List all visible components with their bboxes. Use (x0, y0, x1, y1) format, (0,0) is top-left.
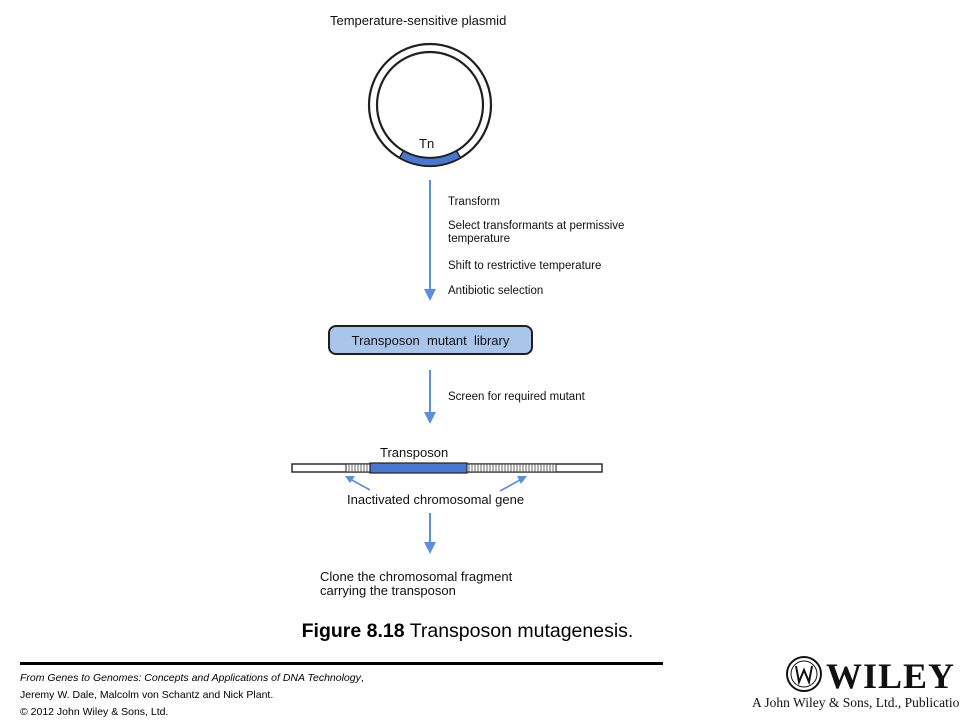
plasmid-ring (367, 42, 493, 168)
wiley-wordmark: WILEY (826, 656, 956, 696)
diagram-graphics (291, 42, 603, 554)
step-select-line2: temperature (448, 233, 511, 245)
copyright-notice: © 2012 John Wiley & Sons, Ltd. (20, 706, 169, 718)
transposon-mutant-library-box: Transposon mutant library (328, 325, 533, 355)
tn-segment (398, 149, 462, 167)
figure-caption: Figure 8.18 Transposon mutagenesis. (0, 620, 935, 643)
step-arrow-3 (424, 513, 436, 554)
clone-step-line2: carrying the transposon (320, 583, 456, 598)
gene-left-part (345, 463, 371, 473)
step-antibiotic: Antibiotic selection (448, 285, 544, 297)
book-title: From Genes to Genomes: Concepts and Appl… (20, 672, 361, 684)
gene-right-part (466, 463, 557, 473)
gene-pointer-left (345, 476, 371, 491)
library-label: Transposon mutant library (351, 332, 510, 348)
transposon-label: Transposon (380, 445, 449, 460)
book-title-comma: , (360, 672, 364, 684)
step-select-line1: Select transformants at permissive (448, 220, 625, 232)
clone-step-line1: Clone the chromosomal fragment (320, 569, 513, 584)
wiley-tagline: A John Wiley & Sons, Ltd., Publication (752, 695, 960, 710)
citation-block: From Genes to Genomes: Concepts and Appl… (20, 670, 364, 721)
gene-pointer-right (499, 476, 527, 492)
footer-divider (20, 662, 663, 665)
step-screen: Screen for required mutant (448, 391, 585, 403)
transposon-insert (369, 462, 468, 474)
tn-label: Tn (419, 136, 435, 151)
step-transform: Transform (448, 196, 500, 208)
step-arrow-1 (424, 180, 436, 301)
figure-number: Figure 8.18 (301, 620, 405, 642)
wiley-seal-icon (786, 656, 822, 692)
plasmid-title: Temperature-sensitive plasmid (330, 13, 507, 28)
inactivated-gene-label: Inactivated chromosomal gene (347, 492, 525, 507)
figure-title: Transposon mutagenesis. (409, 620, 634, 642)
step-shift: Shift to restrictive temperature (448, 260, 602, 272)
book-authors: Jeremy W. Dale, Malcolm von Schantz and … (20, 689, 274, 701)
chromosome-insert (291, 462, 603, 474)
step-arrow-2 (424, 370, 436, 424)
